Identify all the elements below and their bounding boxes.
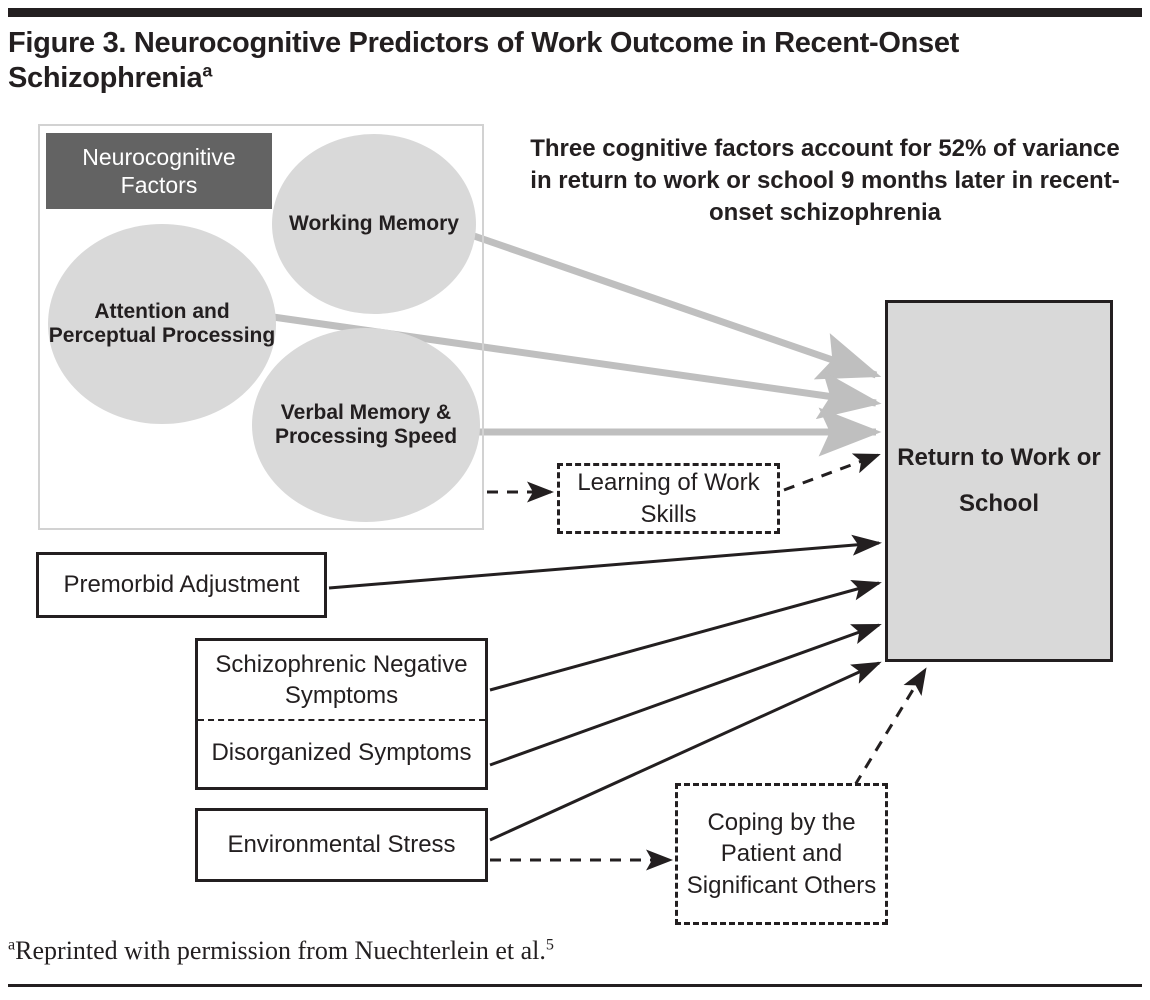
footnote-marker: a — [8, 936, 16, 954]
footnote-reference-number: 5 — [545, 936, 554, 954]
figure-footnote: aReprinted with permission from Nuechter… — [8, 936, 1108, 966]
neurocognitive-factors-header: Neurocognitive Factors — [46, 133, 272, 209]
predictor-node-negative-symptoms: Schizophrenic Negative Symptoms — [215, 650, 468, 709]
figure-title-text: Figure 3. Neurocognitive Predictors of W… — [8, 27, 960, 95]
factor-node-attention: Attention and Perceptual Processing — [48, 224, 276, 424]
arrow-working-memory-to-outcome — [472, 232, 882, 380]
neurocognitive-factors-container — [38, 124, 484, 530]
arrow-learning-to-outcome — [783, 453, 881, 492]
predictor-node-symptoms-group: Schizophrenic Negative Symptoms Disorgan… — [195, 638, 488, 790]
symptoms-divider — [198, 719, 485, 721]
mediator-node-coping: Coping by the Patient and Significant Ot… — [675, 783, 888, 925]
footnote-text: Reprinted with permission from Nuechterl… — [15, 936, 546, 965]
factor-node-working-memory: Working Memory — [272, 134, 476, 314]
predictor-node-environmental-stress: Environmental Stress — [195, 808, 488, 882]
arrow-environmental-stress-to-outcome — [489, 661, 882, 842]
predictor-node-premorbid-adjustment: Premorbid Adjustment — [36, 552, 327, 618]
outcome-node-return-to-work-or-school: Return to Work or School — [885, 300, 1113, 662]
arrow-coping-to-outcome — [853, 667, 927, 786]
bottom-rule-divider — [8, 984, 1142, 987]
predictor-node-disorganized-symptoms: Disorganized Symptoms — [211, 739, 472, 767]
factor-node-verbal-memory: Verbal Memory & Processing Speed — [252, 328, 480, 522]
arrow-premorbid-to-outcome — [328, 534, 882, 590]
arrow-negative-symptoms-to-outcome — [489, 580, 882, 692]
figure-title: Figure 3. Neurocognitive Predictors of W… — [8, 26, 1098, 97]
top-rule-divider — [8, 8, 1142, 17]
variance-callout: Three cognitive factors account for 52% … — [530, 135, 1120, 226]
mediator-node-learning-of-work-skills: Learning of Work Skills — [557, 463, 780, 534]
arrow-disorganized-symptoms-to-outcome — [489, 623, 882, 767]
figure-title-footnote-marker: a — [202, 60, 213, 81]
